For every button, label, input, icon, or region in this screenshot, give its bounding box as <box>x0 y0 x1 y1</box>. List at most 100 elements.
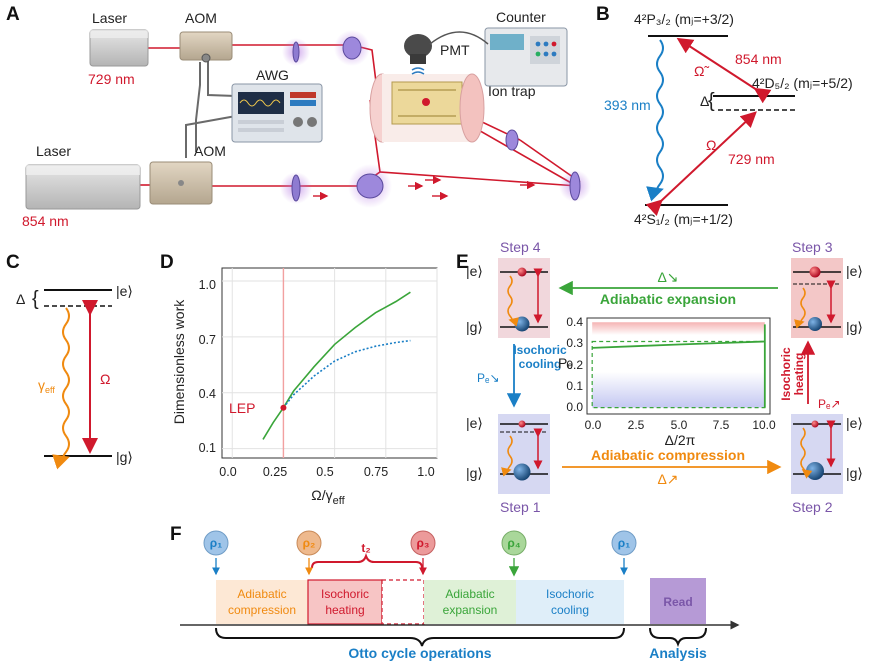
chart-d-xlabel: Ω/γeff <box>311 487 345 507</box>
seg-compression-2: compression <box>228 603 296 617</box>
ket-e-step2: |e⟩ <box>846 415 863 431</box>
e-ytick: 0.1 <box>566 379 583 393</box>
seg-cooling-1: Isochoric <box>546 587 594 601</box>
t2-label: t₂ <box>361 541 370 555</box>
awg-label: AWG <box>256 67 289 83</box>
laser-729-label: Laser <box>92 10 127 26</box>
rho2-marker <box>296 530 322 576</box>
panel-e: E <box>456 239 863 515</box>
step2-label: Step 2 <box>792 499 833 515</box>
e-xtick: 10.0 <box>752 418 776 432</box>
wl-393-label: 393 nm <box>604 97 651 113</box>
cooling-label-1: Isochoric <box>513 343 567 357</box>
read-label: Read <box>663 595 692 609</box>
wavelength-729-label: 729 nm <box>88 71 135 87</box>
laser-854-label: Laser <box>36 143 71 159</box>
rho1-marker <box>203 530 229 576</box>
panel-f-letter: F <box>170 524 182 545</box>
chart-d-ylabel: Dimensionless work <box>171 299 187 424</box>
d-xtick: 0.25 <box>263 465 287 479</box>
seg-heating <box>307 579 383 625</box>
inset-x-ticks: 0.0 2.5 5.0 7.5 10.0 <box>585 418 776 432</box>
d-xtick: 1.0 <box>417 465 434 479</box>
compression-label: Adiabatic compression <box>591 447 745 463</box>
ket-g-step1: |g⟩ <box>466 465 483 481</box>
drive-729-arrow <box>645 111 757 217</box>
e-ytick: 0.2 <box>566 358 583 372</box>
e-xtick: 7.5 <box>713 418 730 432</box>
d-ytick: 0.4 <box>199 387 216 401</box>
pmt-device <box>404 34 432 75</box>
step4-label: Step 4 <box>500 239 541 255</box>
optics <box>280 30 591 208</box>
gamma-decay-arrow <box>52 307 70 470</box>
heating-label-2: heating <box>792 353 806 396</box>
pmt-label: PMT <box>440 42 470 58</box>
delta-down-label: Δ↘ <box>657 269 678 285</box>
counter-device <box>484 27 568 87</box>
beam-arrows <box>313 175 536 201</box>
series-work-dotted <box>282 339 411 409</box>
d-xtick: 0.0 <box>219 465 236 479</box>
rho3-marker <box>410 530 436 576</box>
panel-a: A <box>6 4 591 229</box>
e-ytick: 0.0 <box>566 400 583 414</box>
chart-d-y-ticks: 1.0 0.7 0.4 0.1 <box>199 278 216 455</box>
laser-729 <box>89 29 149 67</box>
d-ytick: 0.1 <box>199 441 216 455</box>
delta-c-label: Δ <box>16 291 25 307</box>
inset-cooling-region <box>592 347 765 408</box>
lep-label: LEP <box>229 400 255 416</box>
inset-ylabel: Pₑ <box>558 355 573 371</box>
omega-c-label: Ω <box>100 371 110 387</box>
pe-up-label: Pₑ↗ <box>818 397 841 411</box>
e-xtick: 5.0 <box>671 418 688 432</box>
chart-d-x-ticks: 0.0 0.25 0.5 0.75 1.0 <box>219 465 434 479</box>
omega-tilde-label: Ω̃ <box>694 63 709 79</box>
step1-label: Step 1 <box>500 499 541 515</box>
aom-top-label: AOM <box>185 10 217 26</box>
e-xtick: 2.5 <box>628 418 645 432</box>
aom-top <box>179 31 233 63</box>
wavelength-854-label: 854 nm <box>22 213 69 229</box>
ket-g-step4: |g⟩ <box>466 319 483 335</box>
inset-xlabel: Δ/2π <box>665 432 696 448</box>
ket-e-c: |e⟩ <box>116 283 133 299</box>
step2-box <box>791 414 843 494</box>
step1-box <box>498 414 550 494</box>
e-ytick: 0.3 <box>566 336 583 350</box>
seg-heating-2: heating <box>325 603 364 617</box>
panel-d: D 0.0 0.25 0.5 0.75 1.0 1.0 0.7 0.4 0.1 … <box>160 252 438 507</box>
coupling-854-arrow <box>676 37 772 104</box>
analysis-label: Analysis <box>649 645 707 661</box>
ket-g-step3: |g⟩ <box>846 319 863 335</box>
seg-compression-1: Adiabatic <box>237 587 286 601</box>
seg-expansion-2: expansion <box>443 603 498 617</box>
delta-b-brace: { <box>708 90 715 112</box>
chart-d-frame <box>221 267 438 459</box>
seg-expansion-1: Adiabatic <box>445 587 494 601</box>
seg-cooling-2: cooling <box>551 603 589 617</box>
rho4-marker <box>501 530 527 577</box>
panel-f: F Adiabatic compression Isochoric heatin… <box>170 524 740 661</box>
delta-c-brace: { <box>32 288 39 310</box>
ket-e-step3: |e⟩ <box>846 263 863 279</box>
rho1-end-marker <box>611 530 637 576</box>
awg-device <box>231 83 323 143</box>
pmt-cable <box>429 31 489 45</box>
s-state-label: 4²S₁/₂ (mⱼ=+1/2) <box>634 211 733 227</box>
seg-expansion <box>424 580 516 624</box>
ket-g-c: |g⟩ <box>116 449 133 465</box>
panel-c-letter: C <box>6 252 20 273</box>
lep-point <box>280 404 287 411</box>
wl-854-label: 854 nm <box>735 51 782 67</box>
panel-e-letter: E <box>456 252 469 273</box>
inset-y-ticks: 0.4 0.3 0.2 0.1 0.0 <box>566 315 583 414</box>
rho2-label: ρ₂ <box>303 536 316 550</box>
rho1-end-label: ρ₁ <box>618 536 630 550</box>
p-state-label: 4²P₃/₂ (mⱼ=+3/2) <box>634 11 734 27</box>
laser-854 <box>25 164 141 210</box>
inset-series-top <box>592 340 765 349</box>
d-ytick: 0.7 <box>199 333 216 347</box>
rho3-label: ρ₃ <box>417 536 430 550</box>
